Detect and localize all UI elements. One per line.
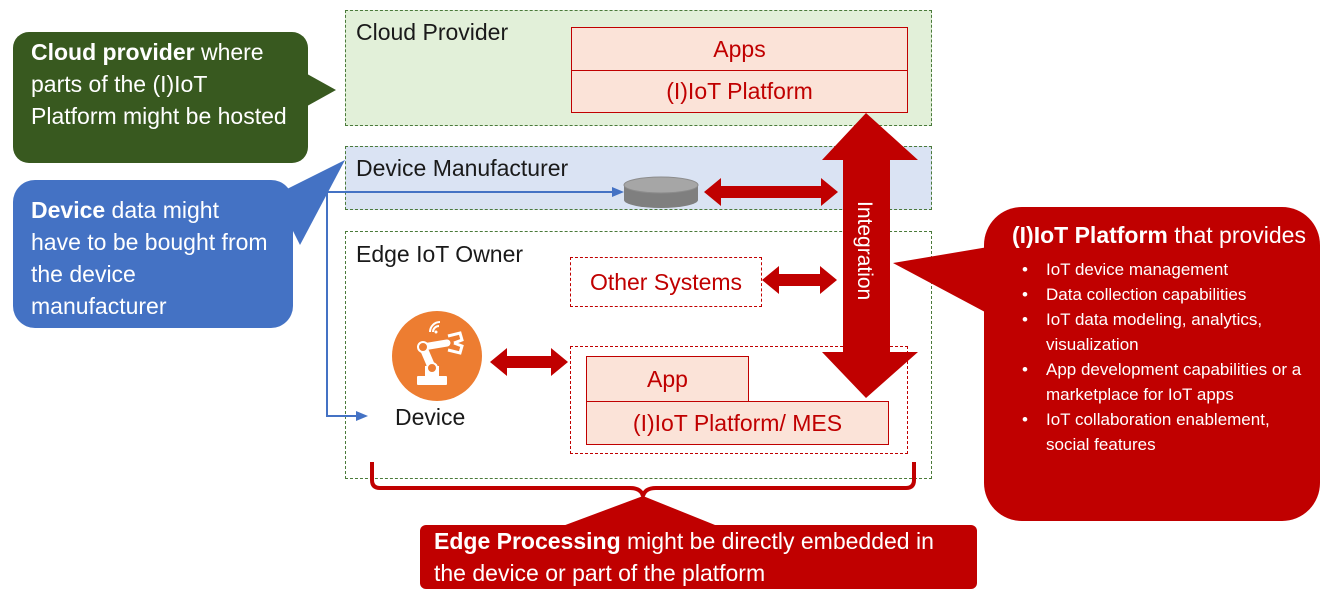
integration-arrow <box>822 113 918 398</box>
green-callout-tail <box>300 70 336 110</box>
cloud-platform-box: (I)IoT Platform <box>571 70 908 113</box>
device-double-arrow <box>490 348 568 376</box>
edge-platform-box: (I)IoT Platform/ MES <box>586 401 889 445</box>
feature-item: IoT data modeling, analytics, visualizat… <box>1012 307 1310 357</box>
blue-arrowhead-bottom <box>356 411 368 421</box>
blue-connector <box>326 191 613 417</box>
blue-arrowhead-top <box>612 187 624 197</box>
integration-label: Integration <box>853 201 876 300</box>
edge-brace <box>370 462 916 497</box>
feature-item: IoT device management <box>1012 257 1310 282</box>
platform-feature-list: IoT device management Data collection ca… <box>1012 257 1310 457</box>
feature-item: IoT collaboration enablement, social fea… <box>1012 407 1310 457</box>
cloud-callout: Cloud provider where parts of the (I)IoT… <box>13 32 308 163</box>
edge-owner-title: Edge IoT Owner <box>356 241 524 267</box>
edge-app-box: App <box>586 356 749 402</box>
edge-platform-container <box>570 346 908 454</box>
db-double-arrow <box>704 178 838 206</box>
device-callout-text: data might have to be bought from the de… <box>31 197 268 319</box>
device-manufacturer-title: Device Manufacturer <box>356 155 569 181</box>
feature-item: Data collection capabilities <box>1012 282 1310 307</box>
platform-callout: (I)IoT Platform that provides IoT device… <box>984 207 1320 521</box>
edge-callout-bold: Edge Processing <box>434 528 621 554</box>
red-callout-tail <box>893 245 1000 320</box>
cloud-provider-title: Cloud Provider <box>356 19 509 45</box>
feature-item: App development capabilities or a market… <box>1012 357 1310 407</box>
platform-callout-bold: (I)IoT Platform <box>1012 222 1168 248</box>
edge-callout: Edge Processing might be directly embedd… <box>420 525 977 589</box>
device-label: Device <box>395 404 466 430</box>
cloud-apps-box: Apps <box>571 27 908 71</box>
cloud-callout-text: where parts of the (I)IoT Platform might… <box>31 39 287 129</box>
database-icon <box>623 176 699 208</box>
edge-callout-tail <box>560 496 720 527</box>
platform-callout-text: that provides <box>1167 222 1306 248</box>
edge-callout-text: might be directly embedded in the device… <box>434 528 934 586</box>
other-systems-box: Other Systems <box>570 257 762 307</box>
other-systems-double-arrow <box>762 266 837 294</box>
device-callout-bold: Device <box>31 197 106 223</box>
robot-arm-icon <box>392 311 482 401</box>
device-callout: Device data might have to be bought from… <box>13 180 293 328</box>
cloud-callout-bold: Cloud provider <box>31 39 195 65</box>
